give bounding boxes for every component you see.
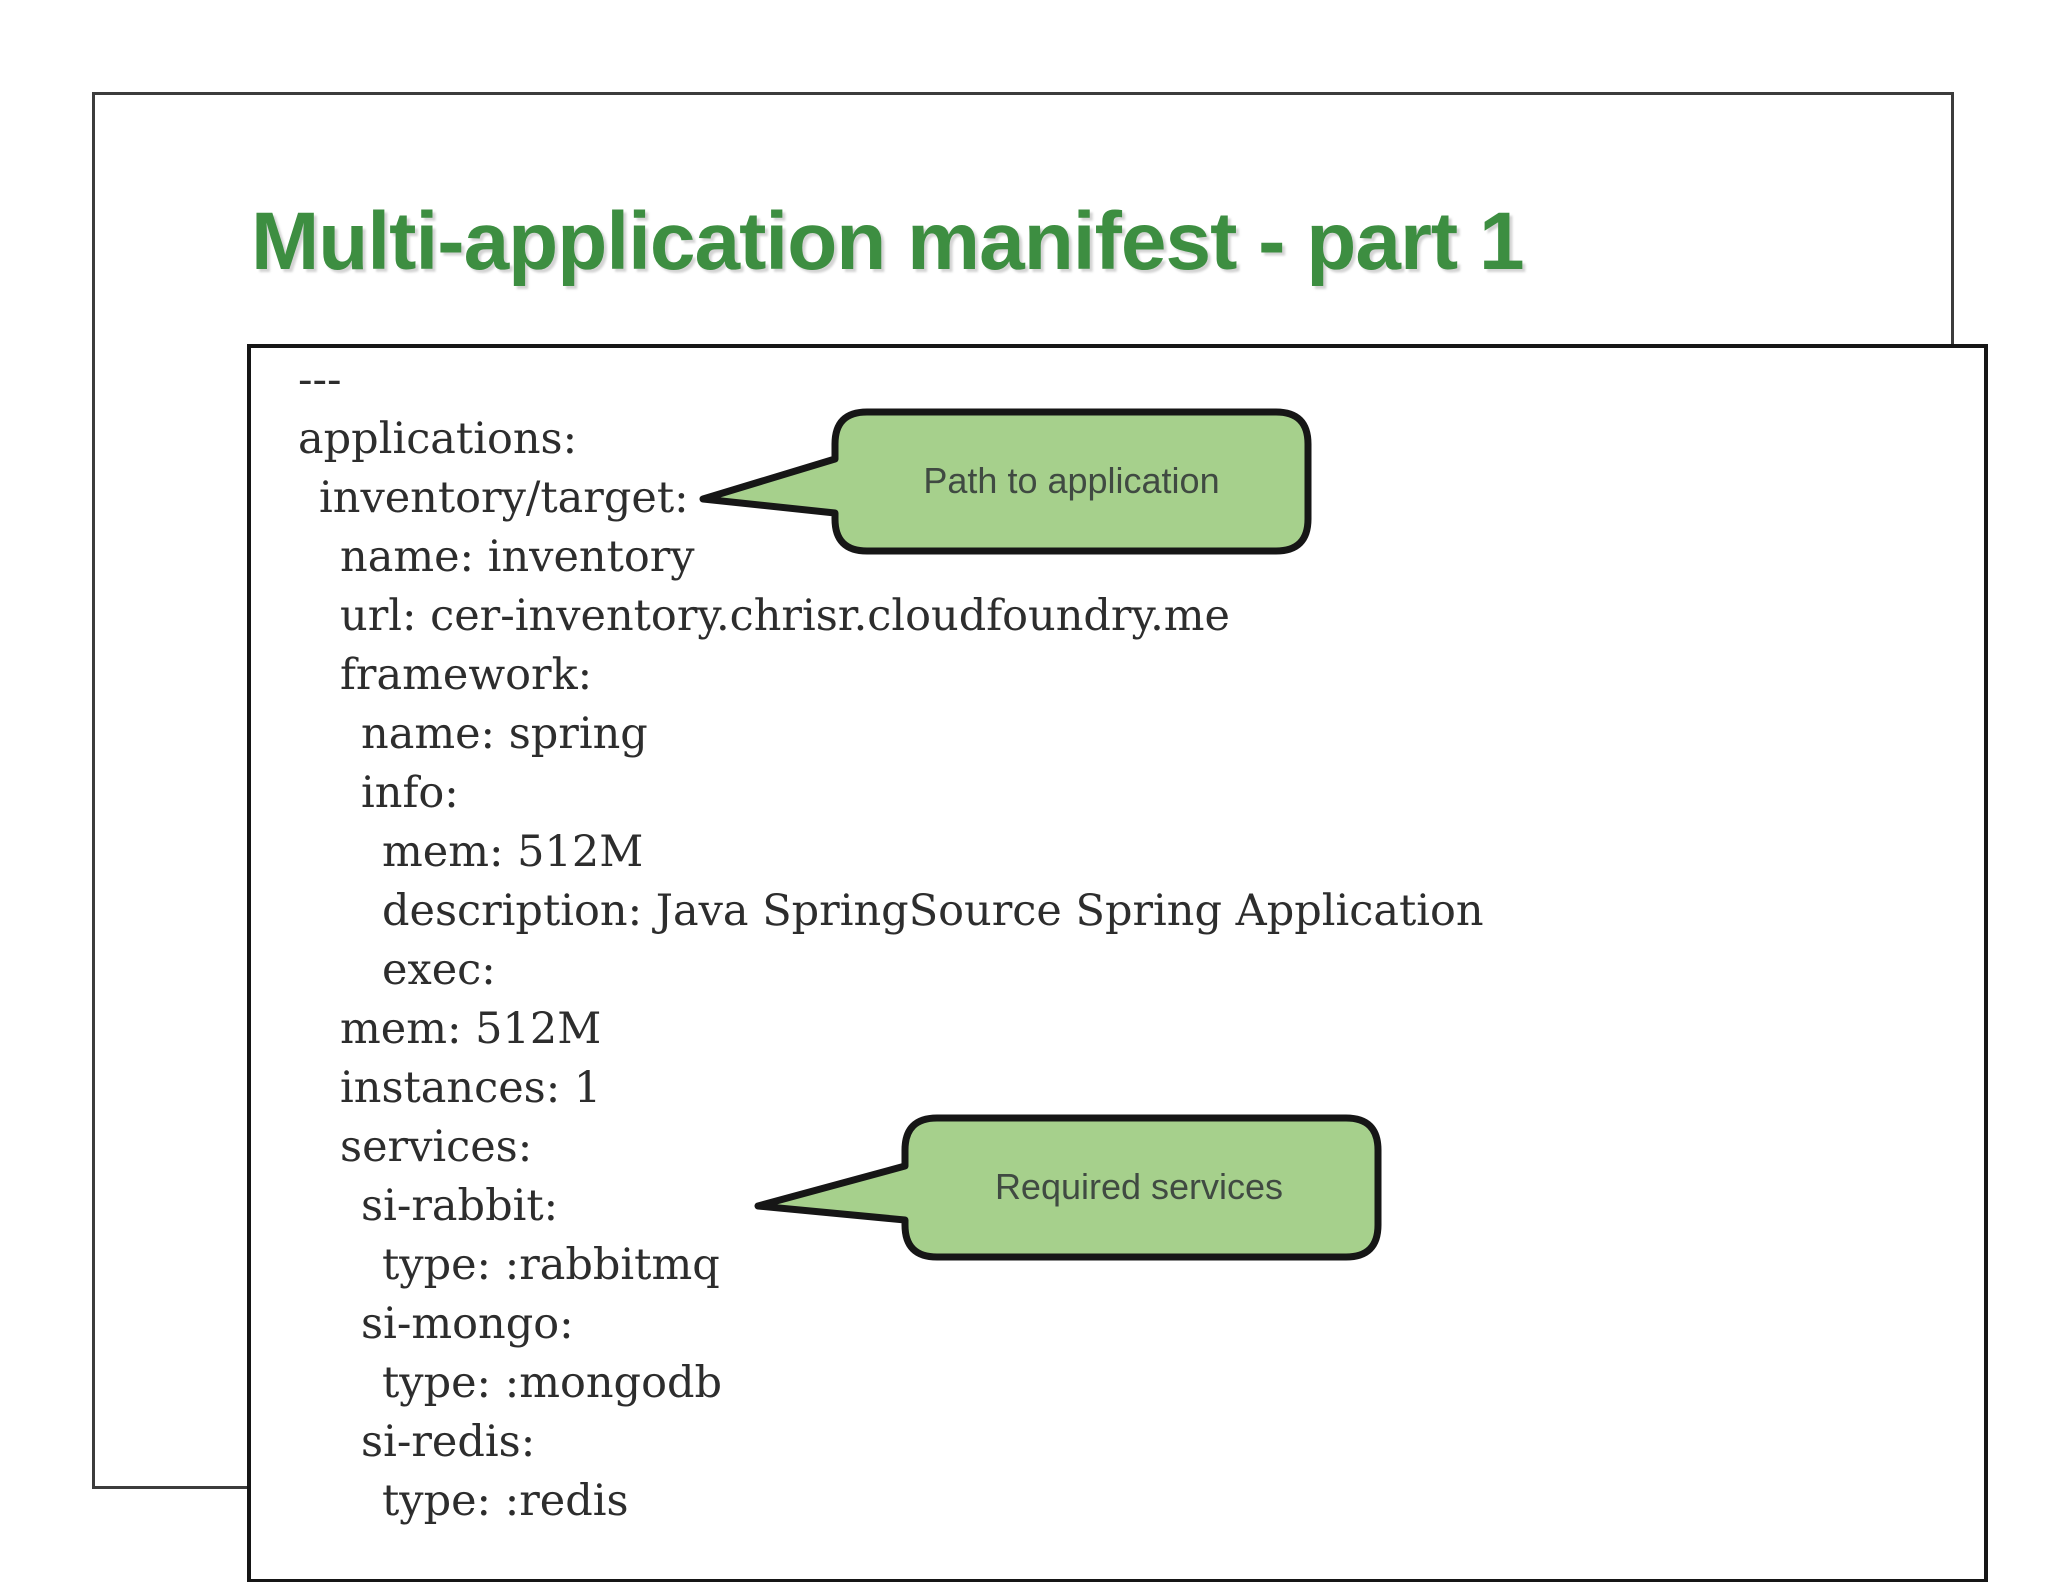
code-line: description: Java SpringSource Spring Ap… bbox=[382, 886, 1484, 936]
callout-path-label: Path to application bbox=[923, 460, 1220, 501]
code-line: exec: bbox=[382, 945, 496, 995]
callout-required-services: Required services bbox=[750, 1113, 1390, 1261]
speech-bubble-left-tail-icon bbox=[754, 1114, 1382, 1261]
code-line: type: :rabbitmq bbox=[382, 1240, 720, 1290]
callout-services-label: Required services bbox=[994, 1166, 1284, 1207]
code-line: type: :redis bbox=[382, 1476, 629, 1526]
code-line: framework: bbox=[340, 650, 593, 700]
code-line: url: cer-inventory.chrisr.cloudfoundry.m… bbox=[340, 591, 1230, 641]
slide-title: Multi-application manifest - part 1 bbox=[251, 196, 1525, 287]
code-line: info: bbox=[361, 768, 459, 818]
code-line: applications: bbox=[298, 414, 578, 464]
code-line: instances: 1 bbox=[340, 1063, 602, 1113]
code-line: si-redis: bbox=[361, 1417, 536, 1467]
code-line: inventory/target: bbox=[319, 473, 689, 523]
code-block: --- applications: inventory/target: name: i… bbox=[298, 351, 1484, 1531]
code-line: mem: 512M bbox=[382, 827, 644, 877]
code-line: services: bbox=[340, 1122, 533, 1172]
code-line: name: spring bbox=[361, 709, 648, 759]
callout-path-to-application: Path to application bbox=[695, 407, 1320, 555]
code-line: mem: 512M bbox=[340, 1004, 602, 1054]
code-line: type: :mongodb bbox=[382, 1358, 723, 1408]
code-line: si-mongo: bbox=[361, 1299, 574, 1349]
slide-frame: Multi-application manifest - part 1 --- a… bbox=[92, 92, 1988, 1582]
speech-bubble-left-tail-icon bbox=[699, 408, 1312, 555]
code-line: name: inventory bbox=[340, 532, 695, 582]
code-line: si-rabbit: bbox=[361, 1181, 559, 1231]
code-line: --- bbox=[298, 355, 342, 405]
